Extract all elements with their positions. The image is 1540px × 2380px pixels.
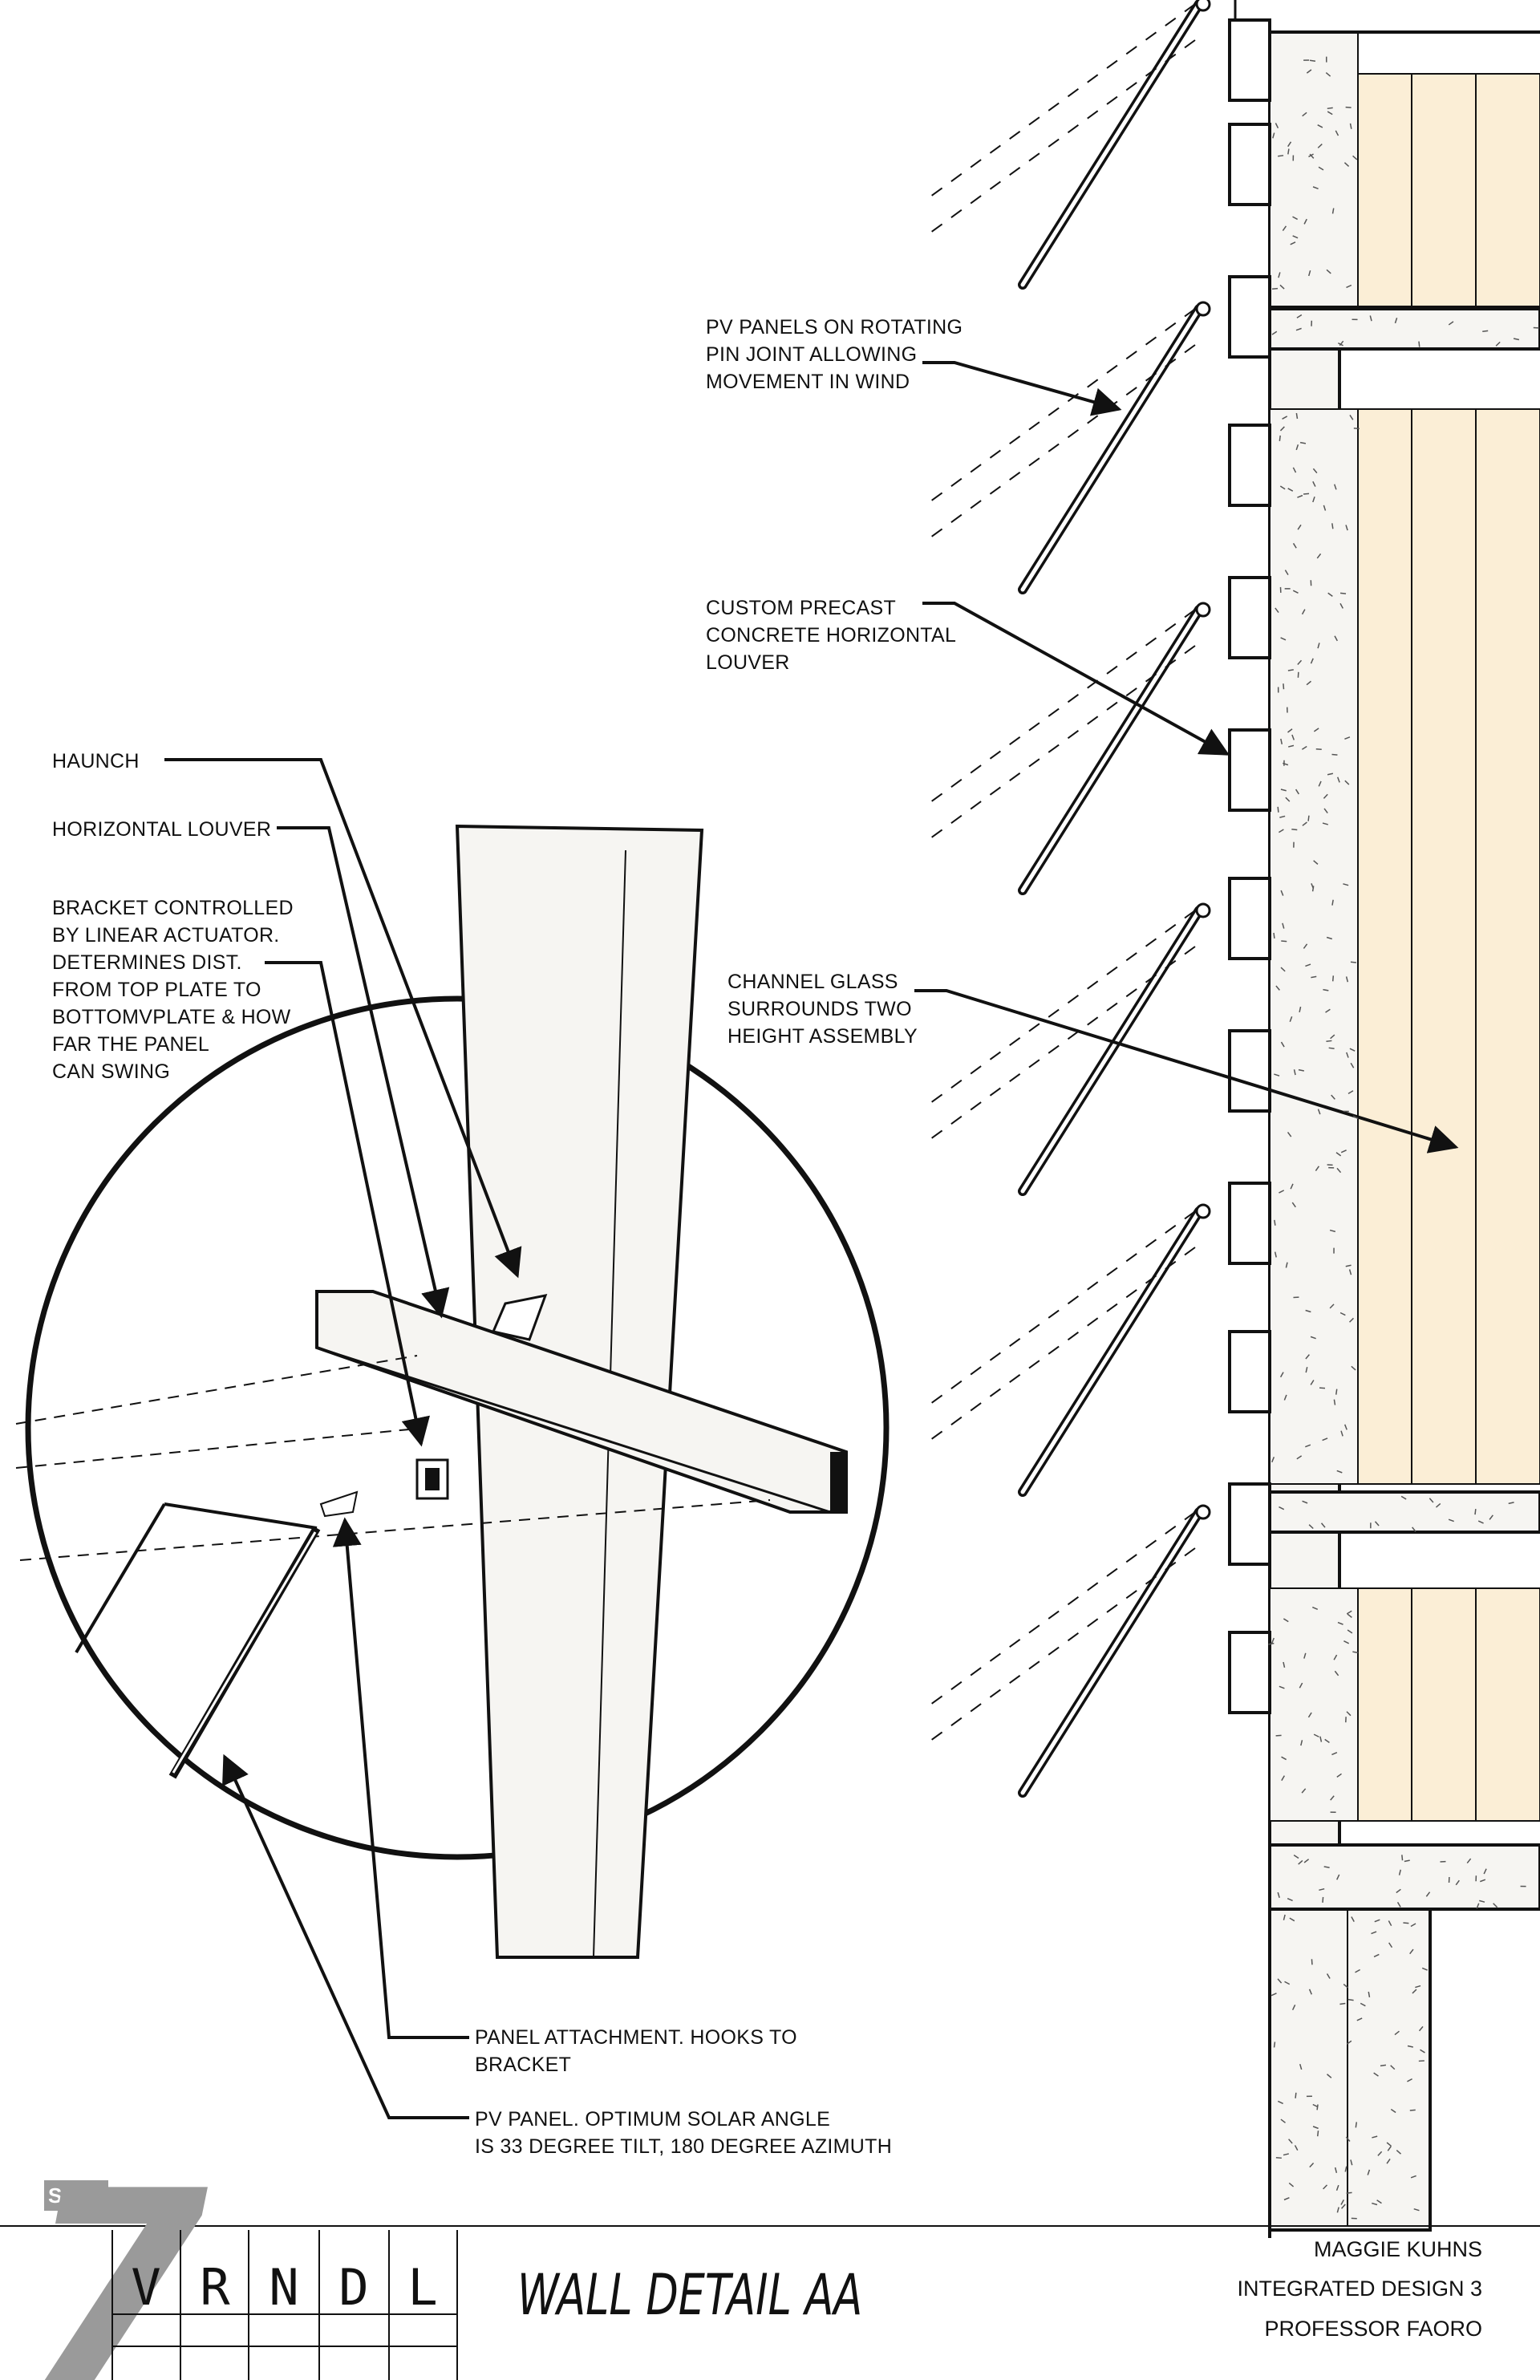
callout-line: IS 33 DEGREE TILT, 180 DEGREE AZIMUTH xyxy=(475,2135,892,2158)
callout-line: HEIGHT ASSEMBLY xyxy=(727,1025,918,1048)
detail-circle xyxy=(25,995,890,1860)
panel-attachment-hook xyxy=(319,1490,359,1518)
wall-concrete-low xyxy=(1269,1587,1359,1822)
concrete-texture xyxy=(1268,56,1539,2220)
callout-line: FROM TOP PLATE TO xyxy=(52,979,261,1001)
callout-panel-attachment: PANEL ATTACHMENT. HOOKS TO BRACKET xyxy=(475,2026,797,2076)
channel-glass-panel-main xyxy=(1355,408,1540,1485)
wall-concrete-top xyxy=(1269,31,1359,307)
louver-stub xyxy=(1228,1631,1271,1714)
callout-line: SURROUNDS TWO xyxy=(727,998,912,1020)
callout-line: BY LINEAR ACTUATOR. xyxy=(52,924,280,947)
callout-channel-glass: CHANNEL GLASS SURROUNDS TWO HEIGHT ASSEMBL… xyxy=(727,971,918,1048)
louver-stub xyxy=(1228,1182,1271,1265)
callout-line: PIN JOINT ALLOWING xyxy=(706,343,917,366)
callout-line: FAR THE PANEL xyxy=(52,1033,209,1056)
floor-slab-3 xyxy=(1268,1843,1540,1911)
louver-stub xyxy=(1228,1482,1271,1566)
callout-line: LOUVER xyxy=(706,651,790,674)
louver-stub xyxy=(1228,18,1271,102)
louver-stub xyxy=(1228,424,1271,507)
callout-line: CHANNEL GLASS xyxy=(727,971,898,993)
callout-pv-panels: PV PANELS ON ROTATING PIN JOINT ALLOWING M… xyxy=(706,316,962,393)
pv-panel xyxy=(930,1504,1211,1798)
callout-line: DETERMINES DIST. xyxy=(52,951,242,974)
brand-letter: D xyxy=(338,2258,368,2317)
callout-precast-louver: CUSTOM PRECAST CONCRETE HORIZONTAL LOUVER xyxy=(706,597,956,674)
brand-grid xyxy=(111,2230,458,2380)
shed-label: SHED xyxy=(48,2183,106,2208)
callout-line: BRACKET xyxy=(475,2054,571,2076)
leader-lines xyxy=(164,361,1459,2119)
callout-line: PV PANEL. OPTIMUM SOLAR ANGLE xyxy=(475,2108,830,2131)
callout-line: PV PANELS ON ROTATING xyxy=(706,316,962,339)
louver-stub xyxy=(1228,877,1271,960)
floor-slab-1 xyxy=(1268,307,1540,351)
louver-stub xyxy=(1228,275,1271,359)
brand-letter: V xyxy=(131,2258,160,2317)
wall-section xyxy=(1234,0,1540,2238)
channel-glass-panel-upper xyxy=(1355,73,1540,307)
louver-stub xyxy=(1228,123,1271,206)
callout-line: CUSTOM PRECAST xyxy=(706,597,896,619)
callout-line: PANEL ATTACHMENT. HOOKS TO xyxy=(475,2026,797,2049)
brand-letter: L xyxy=(407,2258,437,2317)
callout-line: MOVEMENT IN WIND xyxy=(706,371,910,393)
wall-concrete-mid xyxy=(1269,408,1359,1485)
louver-stub xyxy=(1228,576,1271,659)
precast-louver-stubs xyxy=(1228,18,1271,1714)
course-name: INTEGRATED DESIGN 3 xyxy=(1237,2277,1482,2301)
pv-panel xyxy=(930,0,1211,290)
detail-bubble xyxy=(15,824,890,1959)
pv-panel-array xyxy=(930,0,1211,1798)
haunch-bracket xyxy=(491,1294,548,1341)
louver-stub xyxy=(1228,728,1271,812)
louver-stub xyxy=(1228,1330,1271,1413)
shed-label-box xyxy=(44,2180,108,2211)
beam-end-cap xyxy=(830,1452,846,1512)
callout-bracket: BRACKET CONTROLLED BY LINEAR ACTUATOR. DET… xyxy=(52,897,294,1083)
author-name: MAGGIE KUHNS xyxy=(1314,2237,1482,2261)
professor-name: PROFESSOR FAORO xyxy=(1264,2317,1482,2341)
callout-line: BOTTOMVPLATE & HOW xyxy=(52,1006,291,1028)
brand-letter: R xyxy=(200,2258,230,2317)
pv-panel xyxy=(930,1203,1211,1497)
pv-panel xyxy=(930,902,1211,1196)
sheet-title: WALL DETAIL AA xyxy=(517,2263,862,2328)
callout-pv-panel: PV PANEL. OPTIMUM SOLAR ANGLE IS 33 DEGRE… xyxy=(475,2108,892,2158)
channel-glass-panel-lower xyxy=(1355,1587,1540,1822)
callout-horizontal-louver: HORIZONTAL LOUVER xyxy=(52,818,271,841)
foundation-wall xyxy=(1268,1908,1432,2232)
callout-line: HORIZONTAL LOUVER xyxy=(52,818,271,841)
callout-line: CAN SWING xyxy=(52,1060,170,1083)
callout-haunch: HAUNCH xyxy=(52,750,140,772)
callout-line: BRACKET CONTROLLED xyxy=(52,897,294,919)
callout-line: CONCRETE HORIZONTAL xyxy=(706,624,956,647)
brand-letter: N xyxy=(269,2258,298,2317)
detail-pv-panel-edge xyxy=(75,1502,166,1654)
louver-stub xyxy=(1228,1029,1271,1113)
callout-line: HAUNCH xyxy=(52,750,140,772)
pv-panel xyxy=(930,602,1211,895)
pv-panel xyxy=(930,301,1211,594)
shed-number-glyph: 7 xyxy=(24,2135,210,2380)
callout-text: PV PANELS ON ROTATING PIN JOINT ALLOWING M… xyxy=(52,316,962,2158)
